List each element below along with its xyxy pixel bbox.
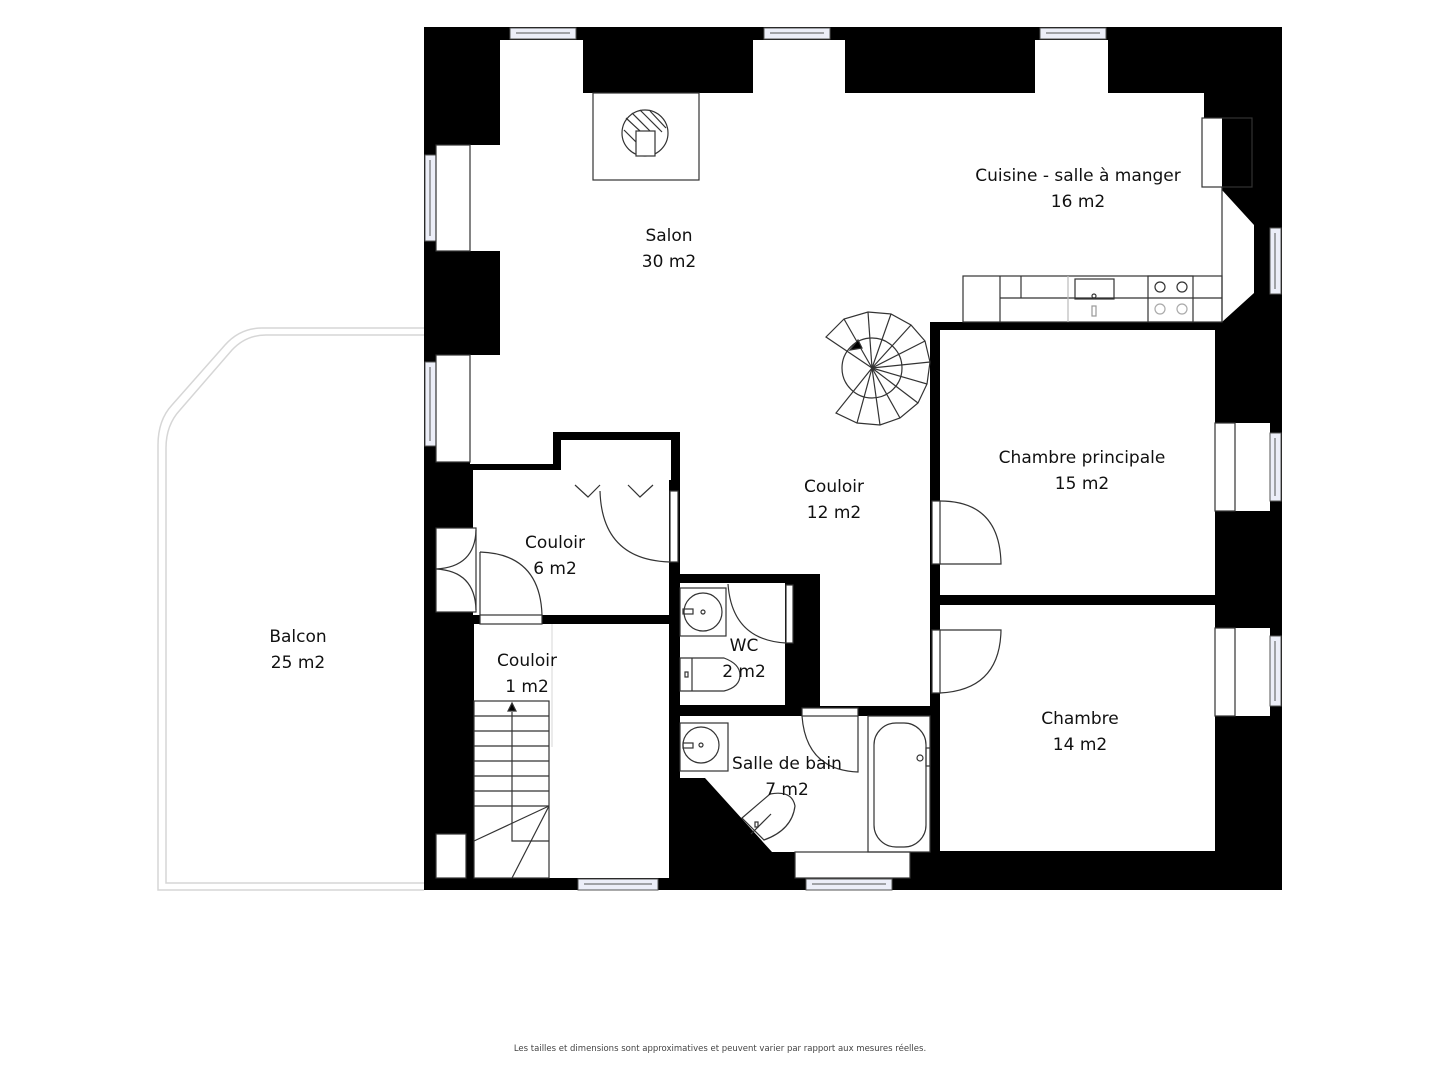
room-name: Chambre: [1041, 709, 1119, 729]
room-name: Salle de bain: [732, 754, 842, 774]
washbasin-icon: [679, 722, 729, 772]
door-icon: [931, 500, 1002, 565]
cooktop-icon: [1147, 275, 1194, 323]
room-area: 1 m2: [505, 677, 549, 697]
room-name: Cuisine - salle à manger: [975, 166, 1181, 186]
door-icon: [931, 629, 1002, 694]
kitchen-counter: [962, 275, 1223, 323]
straight-staircase-icon: [473, 624, 553, 879]
room-label-salle-de-bain: Salle de bain 7 m2: [732, 751, 842, 803]
room-area: 14 m2: [1052, 735, 1108, 755]
room-area: 25 m2: [270, 653, 326, 673]
closet-icon: [574, 484, 654, 498]
room-area: 15 m2: [1054, 474, 1110, 494]
door-icon: [479, 551, 543, 625]
room-label-chambre-principale: Chambre principale 15 m2: [999, 445, 1166, 497]
room-label-couloir-12: Couloir 12 m2: [804, 474, 864, 526]
disclaimer-text: Les tailles et dimensions sont approxima…: [513, 1044, 927, 1054]
room-name: Couloir: [525, 533, 585, 553]
room-name: Couloir: [804, 477, 864, 497]
door-icon: [599, 490, 679, 563]
room-name: Couloir: [497, 651, 557, 671]
room-label-wc: WC 2 m2: [722, 633, 766, 685]
room-area: 16 m2: [1050, 192, 1106, 212]
door-icon: [801, 707, 859, 773]
fixtures: [435, 92, 1253, 879]
room-label-salon: Salon 30 m2: [642, 223, 696, 275]
room-label-chambre: Chambre 14 m2: [1041, 706, 1119, 758]
closet-icon: [435, 527, 477, 613]
room-name: Chambre principale: [998, 448, 1166, 468]
room-name: Salon: [645, 226, 693, 246]
room-label-couloir-1: Couloir 1 m2: [497, 648, 557, 700]
door-icon: [727, 583, 794, 644]
kitchen-sink-icon: [1074, 278, 1115, 317]
windows: [424, 27, 1282, 891]
room-label-cuisine: Cuisine - salle à manger 16 m2: [975, 163, 1181, 215]
room-area: 7 m2: [765, 780, 809, 800]
toilet-icon: [679, 657, 741, 692]
room-name: WC: [729, 636, 759, 656]
room-area: 30 m2: [641, 252, 697, 272]
room-label-balcon: Balcon 25 m2: [269, 624, 326, 676]
room-label-couloir-6: Couloir 6 m2: [525, 530, 585, 582]
fireplace-icon: [592, 92, 700, 181]
balcony-outline: [157, 327, 424, 891]
washbasin-icon: [679, 587, 727, 637]
toilet-icon: [741, 792, 796, 841]
room-name: Balcon: [269, 627, 327, 647]
spiral-staircase-icon: [825, 311, 931, 426]
room-area: 6 m2: [533, 559, 577, 579]
room-area: 2 m2: [722, 662, 766, 682]
room-area: 12 m2: [806, 503, 862, 523]
